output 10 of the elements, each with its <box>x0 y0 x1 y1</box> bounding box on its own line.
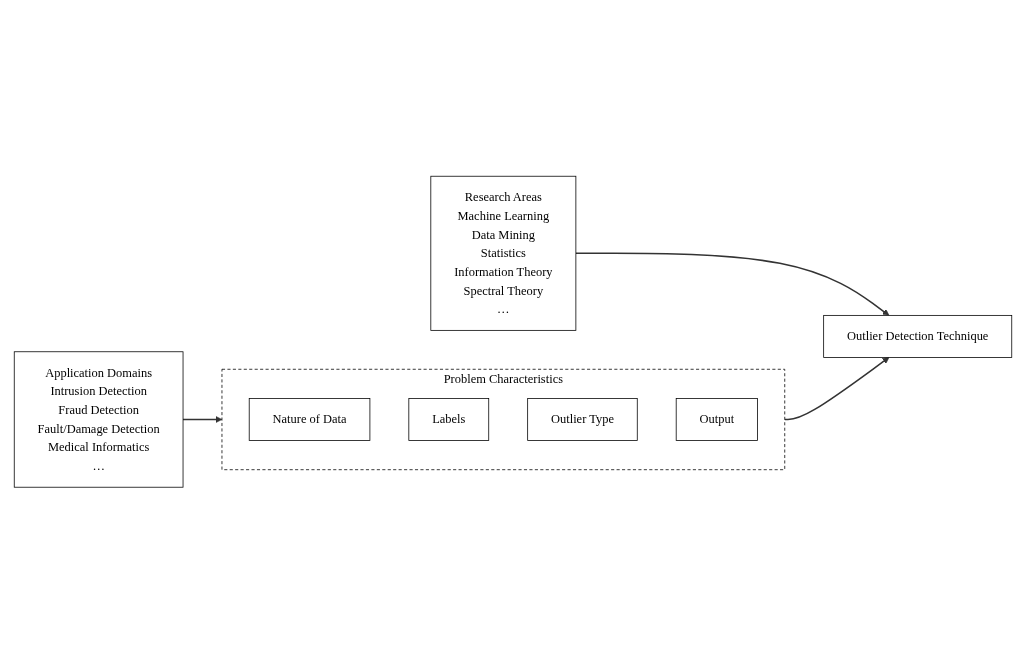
arrow <box>575 252 890 316</box>
node-box: Application Domains Intrusion Detection Fraud Detection Fault/Damage Detection Medical Informatics … <box>13 351 184 488</box>
arrow <box>783 356 890 421</box>
node-box: Output <box>675 397 758 441</box>
node-box: Outlier Type <box>527 397 638 441</box>
node-box: Research Areas Machine Learning Data Mining Statistics Information Theory Spectral Theory … <box>430 175 577 331</box>
node-box: Outlier Detection Technique <box>823 314 1013 358</box>
node-box: Nature of Data <box>248 397 371 441</box>
arrow <box>182 415 223 423</box>
node-box: Labels <box>408 397 490 441</box>
